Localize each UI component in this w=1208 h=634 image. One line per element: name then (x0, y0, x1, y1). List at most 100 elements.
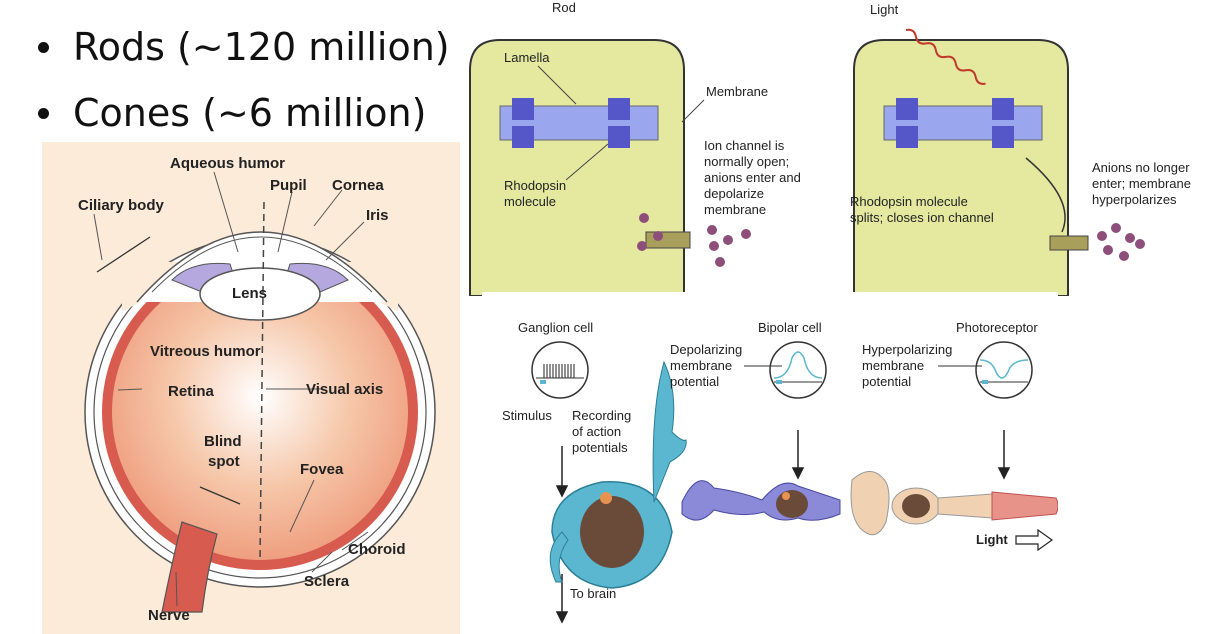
ganglion-cell-label: Ganglion cell (518, 320, 593, 335)
anions-text-1: Anions no longer (1092, 160, 1190, 175)
bullet-dot-icon (38, 41, 49, 53)
recording-text-1: Recording (572, 408, 631, 423)
split-text-1: Rhodopsin molecule (850, 194, 968, 209)
bipolar-depolarizing-trace (773, 351, 823, 379)
to-brain-label: To brain (570, 586, 616, 601)
label-visual-axis: Visual axis (306, 381, 383, 398)
rod-rhodopsin-2: molecule (504, 194, 556, 209)
down-arrows (555, 430, 1011, 624)
hyperpolarizing-text-2: membrane (862, 358, 924, 373)
bullet-dot-icon (38, 107, 49, 119)
bipolar-nucleolus (782, 492, 790, 500)
depolarizing-text-1: Depolarizing (670, 342, 742, 357)
leader-lines (93, 171, 369, 607)
label-ciliary-body: Ciliary body (78, 197, 165, 214)
photoreceptor-hyperpolarizing-trace (979, 359, 1029, 379)
eye-diagram: Aqueous humor Pupil Cornea Ciliary body … (42, 142, 460, 634)
rhodopsin-left-2 (512, 126, 534, 148)
label-pupil: Pupil (270, 177, 307, 194)
ion-channel-text-2: normally open; (704, 154, 789, 169)
rod-light-label: Light (870, 2, 899, 17)
anion-particles (637, 213, 1145, 267)
split-text-2: splits; closes ion channel (850, 210, 994, 225)
light-label: Light (976, 532, 1008, 547)
label-retina: Retina (168, 383, 215, 400)
retina-circuit-diagram: Ganglion cell Bipolar cell Photoreceptor… (482, 292, 1058, 634)
action-potential-spikes (543, 364, 575, 378)
label-fovea: Fovea (300, 461, 344, 478)
ion-channel-open (645, 231, 691, 249)
photoreceptor-inner-segment (937, 493, 993, 519)
ciliary-arrow (96, 236, 151, 273)
rod-left-body (469, 39, 685, 296)
rhodopsin-left-1 (512, 98, 534, 120)
recording-text-3: potentials (572, 440, 628, 455)
rod-title: Rod (552, 0, 576, 15)
anions-text-2: enter; membrane (1092, 176, 1191, 191)
bullet-cones-text: Cones (~6 million) (73, 91, 427, 135)
bipolar-stimulus-marker (776, 380, 782, 384)
ion-channel-text-1: Ion channel is (704, 138, 785, 153)
hyperpolarizing-text-3: potential (862, 374, 911, 389)
bipolar-recording-circle (769, 341, 827, 399)
depolarizing-text-3: potential (670, 374, 719, 389)
ganglion-axon (549, 531, 569, 583)
rod-membrane-label: Membrane (706, 84, 768, 99)
stimulus-label: Stimulus (502, 408, 552, 423)
bipolar-nucleus (776, 490, 808, 518)
lens (199, 267, 321, 321)
hyperpolarizing-text-1: Hyperpolarizing (862, 342, 952, 357)
label-nerve: Nerve (148, 607, 190, 624)
cornea-inner (151, 236, 373, 293)
rhodopsin-left-3 (608, 98, 630, 120)
label-aqueous-humor: Aqueous humor (170, 155, 285, 172)
ganglion-stimulus-marker (540, 380, 546, 384)
ganglion-nucleolus (600, 492, 612, 504)
rod-right-body (853, 39, 1069, 296)
label-choroid: Choroid (348, 541, 406, 558)
bullet-rods-text: Rods (~120 million) (73, 25, 450, 69)
label-cornea: Cornea (332, 177, 384, 194)
blind-spot-arrow (199, 486, 241, 505)
optic-nerve (161, 521, 218, 613)
rhodopsin-right-1 (896, 98, 918, 120)
vitreous-body (112, 264, 408, 560)
ion-channel-text-5: membrane (704, 202, 766, 217)
ganglion-recording-circle (531, 341, 589, 399)
rod-rhodopsin-1: Rhodopsin (504, 178, 566, 193)
lamella-leader (537, 65, 577, 105)
photoreceptor-label: Photoreceptor (956, 320, 1038, 335)
split-arrow (1025, 157, 1066, 233)
bipolar-cell-label: Bipolar cell (758, 320, 822, 335)
label-blind-spot-2: spot (208, 453, 240, 470)
ganglion-nucleus (580, 496, 644, 568)
label-iris: Iris (366, 207, 389, 224)
light-arrow-icon (1015, 528, 1054, 552)
rod-lamella-label: Lamella (504, 50, 550, 65)
rod-diagram: Rod Light Lamella Membrane Rhodopsin mol… (469, 0, 1191, 296)
photoreceptor-nucleus (902, 494, 930, 518)
ganglion-dendrite (652, 360, 687, 503)
rhodopsin-right-4 (992, 126, 1014, 148)
rhodopsin-left-4 (608, 126, 630, 148)
photoreceptor-stimulus-marker (982, 380, 988, 384)
membrane-leader (681, 99, 705, 123)
light-wave (905, 28, 986, 85)
ion-channel-text-3: anions enter and (704, 170, 801, 185)
rhodopsin-right-2 (896, 126, 918, 148)
label-vitreous-humor: Vitreous humor (150, 343, 261, 360)
photoreceptor-outer-segment (991, 491, 1058, 521)
depolarizing-text-2: membrane (670, 358, 732, 373)
anions-text-3: hyperpolarizes (1092, 192, 1177, 207)
recording-text-2: of action (572, 424, 621, 439)
bullet-cones: Cones (~6 million) (38, 80, 458, 146)
label-sclera: Sclera (304, 573, 350, 590)
rhodopsin-leader (565, 143, 609, 181)
bullet-rods: Rods (~120 million) (38, 14, 458, 80)
photoreceptor-recording-circle (975, 341, 1033, 399)
bullet-list: Rods (~120 million) Cones (~6 million) (38, 14, 458, 146)
ion-channel-text-4: depolarize (704, 186, 764, 201)
label-lens: Lens (232, 285, 267, 302)
horizontal-cell (850, 471, 890, 536)
label-blind-spot-1: Blind (204, 433, 242, 450)
